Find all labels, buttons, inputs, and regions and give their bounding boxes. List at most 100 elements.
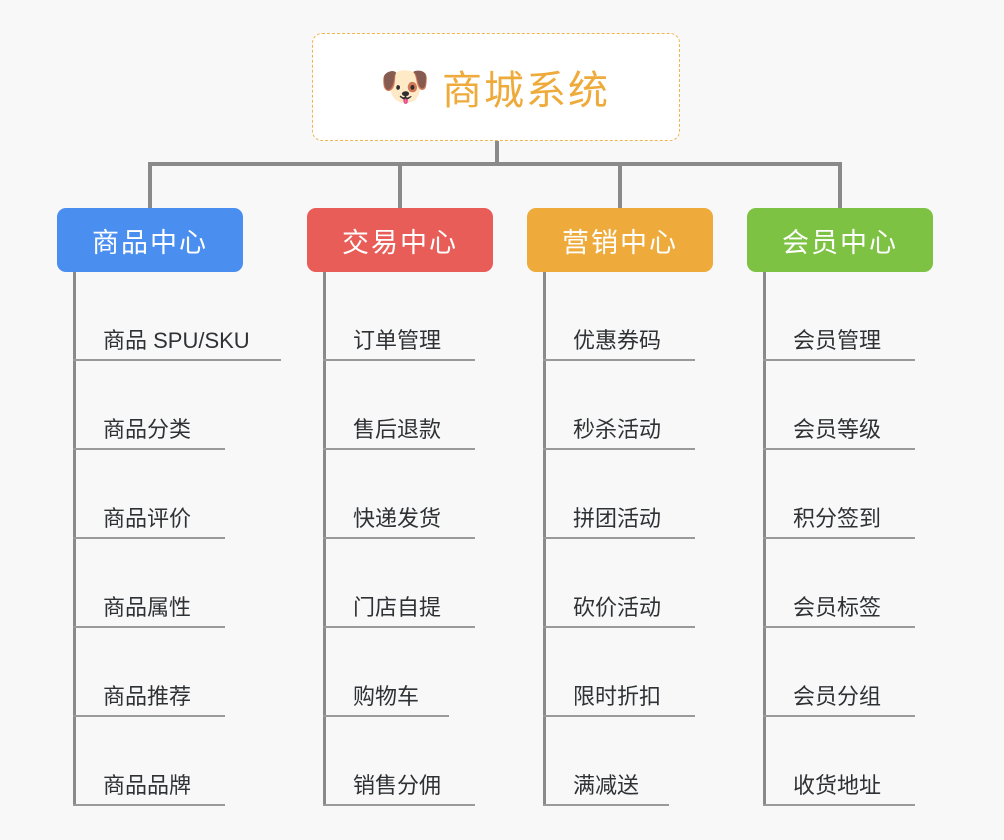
leaf-item-underline [323, 448, 475, 450]
leaf-item[interactable]: 会员标签 [763, 539, 933, 628]
category-label: 交易中心 [342, 227, 458, 258]
leaf-item-underline [73, 804, 225, 806]
leaf-item-label: 商品 SPU/SKU [103, 328, 250, 353]
leaf-item[interactable]: 积分签到 [763, 450, 933, 539]
leaf-item[interactable]: 商品推荐 [73, 628, 250, 717]
leaf-item-underline [763, 804, 915, 806]
connector-leaf-spine-member-center [763, 272, 766, 806]
category-box-member-center[interactable]: 会员中心 [747, 208, 933, 272]
leaf-item-underline [763, 537, 915, 539]
root-title: 商城系统 [442, 69, 610, 113]
leaf-item-underline [543, 537, 695, 539]
leaf-item-label: 秒杀活动 [573, 417, 662, 442]
leaf-item[interactable]: 门店自提 [323, 539, 493, 628]
connector-category-member-center [838, 162, 842, 210]
leaf-item-underline [73, 448, 225, 450]
leaf-list-member-center: 会员管理会员等级积分签到会员标签会员分组收货地址 [763, 272, 933, 806]
leaf-item-underline [543, 359, 695, 361]
leaf-item[interactable]: 会员分组 [763, 628, 933, 717]
category-column-member-center: 会员中心会员管理会员等级积分签到会员标签会员分组收货地址 [747, 208, 933, 806]
leaf-item-label: 门店自提 [353, 595, 442, 620]
leaf-item-underline [323, 804, 475, 806]
leaf-item[interactable]: 会员等级 [763, 361, 933, 450]
leaf-item-label: 拼团活动 [573, 506, 662, 531]
leaf-item[interactable]: 订单管理 [323, 272, 493, 361]
connector-leaf-spine-marketing-center [543, 272, 546, 806]
leaf-item-label: 售后退款 [353, 417, 442, 442]
leaf-item[interactable]: 砍价活动 [543, 539, 713, 628]
connector-bus [148, 162, 840, 166]
connector-leaf-spine-product-center [73, 272, 76, 806]
leaf-item-label: 商品品牌 [103, 773, 192, 798]
root-node[interactable]: 🐶 商城系统 [312, 33, 680, 141]
leaf-item[interactable]: 商品属性 [73, 539, 250, 628]
leaf-item-label: 砍价活动 [573, 595, 662, 620]
connector-leaf-spine-trade-center [323, 272, 326, 806]
leaf-item-underline [543, 804, 669, 806]
category-column-marketing-center: 营销中心优惠券码秒杀活动拼团活动砍价活动限时折扣满减送 [527, 208, 713, 806]
category-label: 商品中心 [92, 227, 208, 258]
category-column-trade-center: 交易中心订单管理售后退款快递发货门店自提购物车销售分佣 [307, 208, 493, 806]
leaf-item-underline [323, 626, 475, 628]
leaf-item-label: 优惠券码 [573, 328, 662, 353]
leaf-item-label: 订单管理 [353, 328, 442, 353]
category-label: 营销中心 [562, 227, 678, 258]
leaf-item[interactable]: 限时折扣 [543, 628, 713, 717]
leaf-item[interactable]: 会员管理 [763, 272, 933, 361]
connector-category-product-center [148, 162, 152, 210]
leaf-item-label: 快递发货 [353, 506, 442, 531]
leaf-item[interactable]: 商品 SPU/SKU [73, 272, 281, 361]
leaf-item[interactable]: 销售分佣 [323, 717, 493, 806]
leaf-item-underline [543, 626, 695, 628]
category-label: 会员中心 [782, 227, 898, 258]
leaf-item-underline [763, 359, 915, 361]
leaf-item-label: 商品评价 [103, 506, 192, 531]
leaf-item-underline [543, 715, 695, 717]
leaf-list-trade-center: 订单管理售后退款快递发货门店自提购物车销售分佣 [323, 272, 493, 806]
leaf-item-label: 商品属性 [103, 595, 192, 620]
leaf-item[interactable]: 快递发货 [323, 450, 493, 539]
category-box-marketing-center[interactable]: 营销中心 [527, 208, 713, 272]
leaf-item-underline [73, 359, 281, 361]
leaf-item[interactable]: 购物车 [323, 628, 493, 717]
leaf-item-label: 商品推荐 [103, 684, 192, 709]
connector-category-marketing-center [618, 162, 622, 210]
leaf-item[interactable]: 优惠券码 [543, 272, 713, 361]
leaf-item-label: 销售分佣 [353, 773, 442, 798]
leaf-item-underline [763, 448, 915, 450]
leaf-item-underline [323, 715, 449, 717]
leaf-item-underline [323, 537, 475, 539]
leaf-list-marketing-center: 优惠券码秒杀活动拼团活动砍价活动限时折扣满减送 [543, 272, 713, 806]
leaf-item-underline [73, 715, 225, 717]
leaf-item-underline [73, 537, 225, 539]
leaf-item-label: 购物车 [353, 684, 420, 709]
leaf-item[interactable]: 商品评价 [73, 450, 250, 539]
leaf-item-label: 会员分组 [793, 684, 882, 709]
leaf-item[interactable]: 秒杀活动 [543, 361, 713, 450]
category-box-product-center[interactable]: 商品中心 [57, 208, 243, 272]
leaf-item-label: 会员等级 [793, 417, 882, 442]
dog-face-icon: 🐶 [380, 65, 430, 109]
leaf-item-underline [543, 448, 695, 450]
leaf-item-label: 商品分类 [103, 417, 192, 442]
leaf-item[interactable]: 拼团活动 [543, 450, 713, 539]
leaf-item-label: 满减送 [573, 773, 640, 798]
leaf-item-label: 积分签到 [793, 506, 882, 531]
leaf-item[interactable]: 满减送 [543, 717, 713, 806]
leaf-item-label: 会员管理 [793, 328, 882, 353]
leaf-item[interactable]: 售后退款 [323, 361, 493, 450]
connector-root-stem [495, 141, 499, 164]
leaf-item[interactable]: 商品分类 [73, 361, 250, 450]
leaf-item-label: 会员标签 [793, 595, 882, 620]
leaf-item[interactable]: 收货地址 [763, 717, 933, 806]
leaf-list-product-center: 商品 SPU/SKU 商品分类商品评价商品属性商品推荐商品品牌 [73, 272, 281, 806]
category-box-trade-center[interactable]: 交易中心 [307, 208, 493, 272]
category-column-product-center: 商品中心商品 SPU/SKU 商品分类商品评价商品属性商品推荐商品品牌 [57, 208, 281, 806]
leaf-item-label: 限时折扣 [573, 684, 662, 709]
connector-category-trade-center [398, 162, 402, 210]
leaf-item-underline [763, 715, 915, 717]
leaf-item-underline [763, 626, 915, 628]
leaf-item-label: 收货地址 [793, 773, 882, 798]
leaf-item[interactable]: 商品品牌 [73, 717, 250, 806]
